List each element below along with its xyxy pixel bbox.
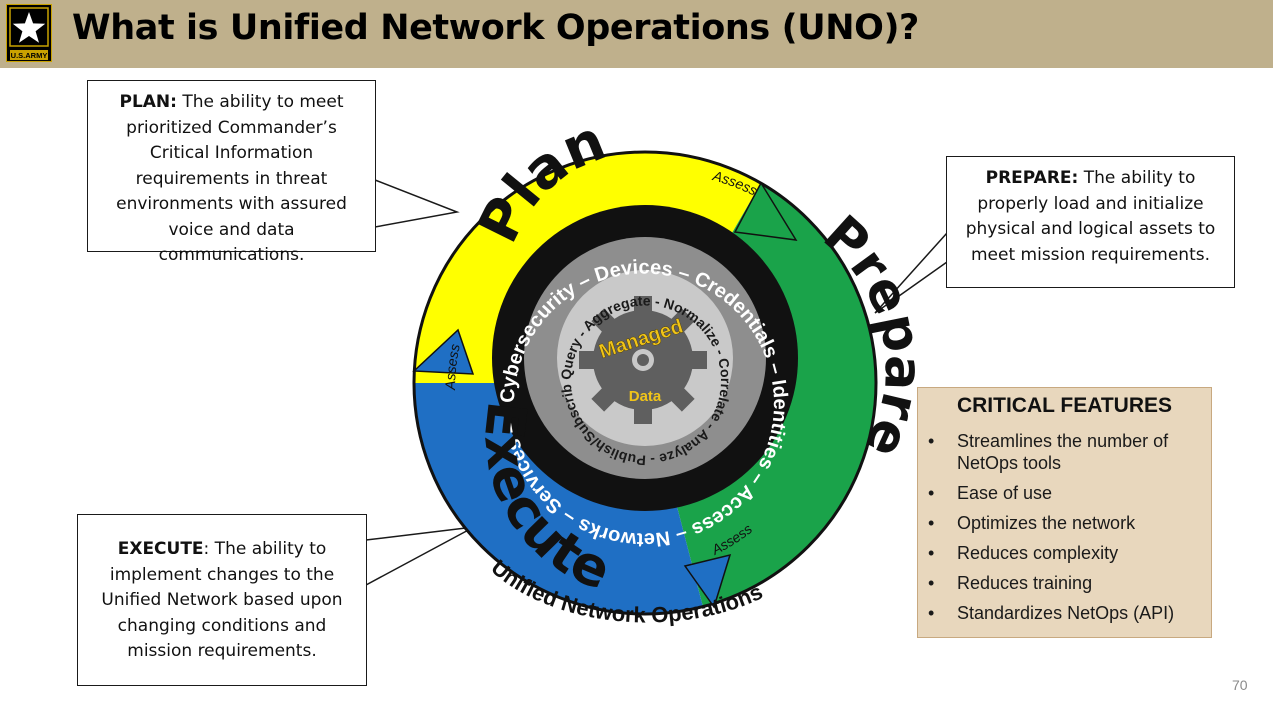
page-number: 70 [1232,677,1248,693]
execute-heading: EXECUTE [117,539,204,559]
feature-item: •Optimizes the network [928,513,1136,533]
assess-arrow-execute [683,553,732,609]
prepare-heading: PREPARE: [985,168,1079,188]
bullet-icon: • [928,513,935,533]
slide-header: U.S.ARMY What is Unified Network Operati… [0,0,1273,68]
logo-text: U.S.ARMY [11,51,48,60]
feature-item: •Reduces complexity [928,543,1119,563]
critical-features-list: •Streamlines the number of NetOps tools … [918,430,1211,624]
bullet-icon: • [928,603,935,623]
bullet-icon: • [928,483,935,503]
assess-label-2: Assess [442,343,463,392]
feature-item: •Reduces training [928,573,1093,593]
plan-callout-pointer [374,178,460,228]
plan-callout: PLAN: The ability to meet prioritized Co… [87,80,376,265]
feature-item: •Streamlines the number of NetOps tools [928,431,1169,473]
critical-features-box: CRITICAL FEATURES •Streamlines the numbe… [917,387,1212,638]
assess-arrow-prepare [733,181,798,241]
feature-item: •Ease of use [928,483,1053,503]
prepare-body: The ability to properly load and initial… [965,168,1216,265]
core-label-data: Data [629,388,662,405]
execute-callout-pointer [365,526,475,587]
feature-item: •Standardizes NetOps (API) [928,603,1175,623]
prepare-callout: PREPARE: The ability to properly load an… [946,156,1235,288]
plan-body: The ability to meet prioritized Commande… [116,92,347,265]
bullet-icon: • [928,573,935,593]
critical-features-title: CRITICAL FEATURES [956,394,1173,417]
execute-callout: EXECUTE: The ability to implement change… [77,514,367,686]
plan-heading: PLAN: [119,92,177,112]
managed-data-gear [579,296,707,424]
execute-body: : The ability to implement changes to th… [101,539,343,661]
bullet-icon: • [928,431,935,451]
page-title: What is Unified Network Operations (UNO)… [72,8,919,48]
outer-ring-outline [412,150,878,616]
army-logo: U.S.ARMY [6,4,52,62]
bullet-icon: • [928,543,935,563]
assess-arrow-plan [412,328,475,375]
